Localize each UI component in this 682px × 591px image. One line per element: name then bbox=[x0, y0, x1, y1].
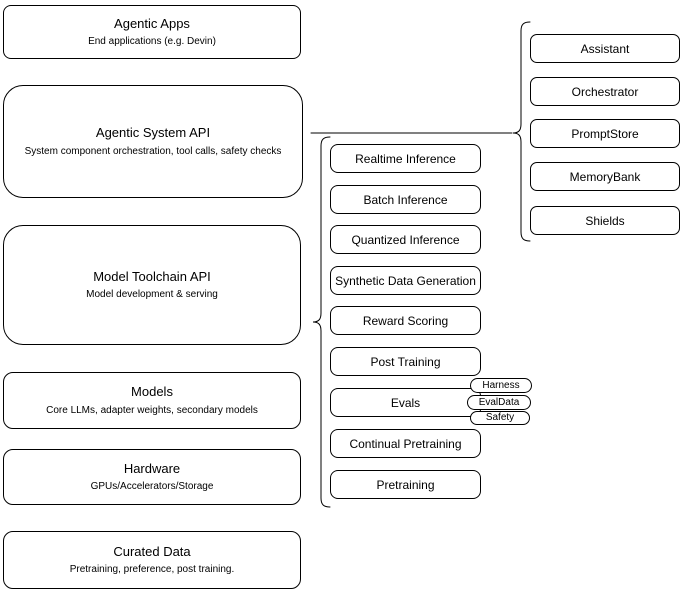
eval-tag-harness: Harness bbox=[470, 378, 532, 393]
box-subtitle: GPUs/Accelerators/Storage bbox=[90, 481, 214, 493]
node-label: MemoryBank bbox=[569, 169, 641, 184]
toolchain-node-batch-inference: Batch Inference bbox=[330, 185, 481, 214]
left-box-agentic-apps: Agentic Apps End applications (e.g. Devi… bbox=[3, 5, 301, 59]
toolchain-node-continual-pretraining: Continual Pretraining bbox=[330, 429, 481, 458]
box-title: Models bbox=[131, 384, 173, 400]
box-title: Agentic System API bbox=[95, 125, 211, 141]
toolchain-node-synthetic-data-generation: Synthetic Data Generation bbox=[330, 266, 481, 295]
box-subtitle: System component orchestration, tool cal… bbox=[24, 145, 282, 157]
toolchain-node-reward-scoring: Reward Scoring bbox=[330, 306, 481, 335]
node-label: PromptStore bbox=[571, 126, 639, 141]
node-label: Assistant bbox=[580, 41, 630, 56]
left-box-models: Models Core LLMs, adapter weights, secon… bbox=[3, 372, 301, 429]
pill-label: Harness bbox=[482, 379, 520, 391]
box-title: Hardware bbox=[123, 460, 181, 476]
left-box-model-toolchain-api: Model Toolchain API Model development & … bbox=[3, 225, 301, 345]
toolchain-brace bbox=[312, 136, 331, 508]
toolchain-node-evals: Evals bbox=[330, 388, 481, 417]
node-label: Realtime Inference bbox=[355, 151, 456, 166]
node-label: Synthetic Data Generation bbox=[335, 273, 476, 288]
toolchain-node-pretraining: Pretraining bbox=[330, 470, 481, 499]
toolchain-node-realtime-inference: Realtime Inference bbox=[330, 144, 481, 173]
node-label: Continual Pretraining bbox=[349, 436, 462, 451]
box-subtitle: End applications (e.g. Devin) bbox=[88, 36, 216, 48]
node-label: Orchestrator bbox=[571, 84, 639, 99]
node-label: Batch Inference bbox=[363, 192, 448, 207]
eval-tag-safety: Safety bbox=[470, 411, 530, 425]
pill-label: EvalData bbox=[478, 396, 520, 408]
pill-label: Safety bbox=[485, 412, 515, 423]
eval-tag-evaldata: EvalData bbox=[467, 395, 531, 410]
system-components-brace bbox=[512, 21, 531, 242]
component-node-shields: Shields bbox=[530, 206, 680, 235]
box-subtitle: Model development & serving bbox=[86, 289, 218, 301]
left-box-hardware: Hardware GPUs/Accelerators/Storage bbox=[3, 449, 301, 505]
node-label: Quantized Inference bbox=[351, 232, 460, 247]
box-title: Model Toolchain API bbox=[93, 268, 211, 284]
node-label: Pretraining bbox=[376, 477, 435, 492]
node-label: Evals bbox=[390, 395, 421, 410]
box-subtitle: Pretraining, preference, post training. bbox=[69, 564, 235, 576]
node-label: Post Training bbox=[370, 354, 441, 369]
component-node-memorybank: MemoryBank bbox=[530, 162, 680, 191]
left-box-agentic-system-api: Agentic System API System component orch… bbox=[3, 85, 303, 198]
box-subtitle: Core LLMs, adapter weights, secondary mo… bbox=[46, 404, 258, 416]
toolchain-node-quantized-inference: Quantized Inference bbox=[330, 225, 481, 254]
left-box-curated-data: Curated Data Pretraining, preference, po… bbox=[3, 531, 301, 589]
component-node-assistant: Assistant bbox=[530, 34, 680, 63]
toolchain-node-post-training: Post Training bbox=[330, 347, 481, 376]
box-title: Curated Data bbox=[113, 543, 191, 559]
component-node-promptstore: PromptStore bbox=[530, 119, 680, 148]
component-node-orchestrator: Orchestrator bbox=[530, 77, 680, 106]
node-label: Reward Scoring bbox=[362, 313, 449, 328]
box-title: Agentic Apps bbox=[114, 15, 190, 31]
node-label: Shields bbox=[585, 213, 625, 228]
